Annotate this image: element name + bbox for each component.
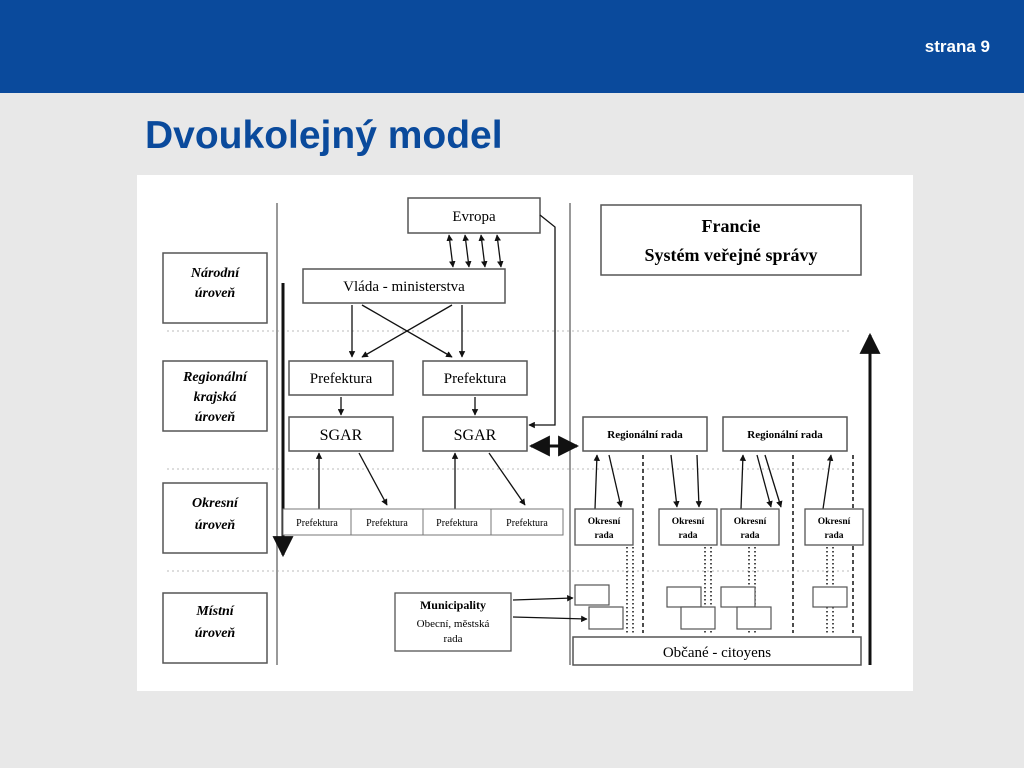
svg-text:Prefektura: Prefektura: [296, 518, 338, 529]
svg-text:rada: rada: [679, 531, 698, 541]
municipality-arrows: [512, 594, 588, 623]
svg-text:Regionální: Regionální: [182, 370, 248, 385]
evropa-sgar-line: [528, 214, 556, 429]
slide-title: Dvoukolejný model: [145, 114, 503, 157]
svg-text:Vláda - ministerstva: Vláda - ministerstva: [343, 279, 465, 295]
sgar-district-arrows: [315, 452, 526, 509]
vlada-box: Vláda - ministerstva: [302, 268, 506, 304]
district-council-box-3: Okresní rada: [720, 508, 780, 546]
svg-text:Okresní: Okresní: [734, 517, 767, 527]
svg-text:úroveň: úroveň: [195, 286, 236, 301]
level-label-national: Národní úroveň: [162, 252, 268, 324]
svg-text:Okresní: Okresní: [672, 517, 705, 527]
svg-text:Okresní: Okresní: [818, 517, 851, 527]
level-label-district: Okresní úroveň: [162, 482, 268, 554]
svg-text:Občané - citoyens: Občané - citoyens: [663, 645, 771, 661]
evropa-box: Evropa: [407, 197, 541, 234]
svg-text:Místní: Místní: [195, 604, 234, 619]
district-council-box-1: Okresní rada: [574, 508, 634, 546]
evropa-vlada-arrows: [446, 234, 504, 268]
regional-council-box-1: Regionální rada: [582, 416, 708, 452]
svg-text:Prefektura: Prefektura: [444, 371, 507, 387]
svg-text:Národní: Národní: [190, 266, 240, 281]
level-separators: [167, 330, 849, 572]
municipality-box: Municipality Obecní, městská rada: [394, 592, 512, 652]
svg-text:Regionální rada: Regionální rada: [747, 429, 823, 441]
svg-text:SGAR: SGAR: [320, 427, 363, 444]
vlada-prefektura-lines: [348, 304, 466, 358]
district-council-box-2: Okresní rada: [658, 508, 718, 546]
svg-text:Regionální rada: Regionální rada: [607, 429, 683, 441]
commune-boxes: [574, 584, 848, 630]
regional-district-arrows: [593, 454, 834, 510]
svg-text:Francie: Francie: [702, 216, 761, 236]
svg-text:Okresní: Okresní: [192, 496, 239, 511]
header-bar: strana 9: [0, 0, 1024, 93]
svg-text:Systém veřejné správy: Systém veřejné správy: [645, 245, 818, 265]
svg-text:rada: rada: [444, 633, 463, 645]
page-number: strana 9: [924, 37, 990, 56]
svg-text:Prefektura: Prefektura: [506, 518, 548, 529]
prefektura-sgar-arrows: [337, 397, 479, 416]
svg-text:rada: rada: [595, 531, 614, 541]
district-council-box-4: Okresní rada: [804, 508, 864, 546]
citizens-box: Občané - citoyens: [572, 636, 862, 666]
svg-text:úroveň: úroveň: [195, 518, 236, 533]
svg-text:Prefektura: Prefektura: [310, 371, 373, 387]
prefektura-box-2: Prefektura: [422, 360, 528, 396]
prefektura-box-1: Prefektura: [288, 360, 394, 396]
svg-text:rada: rada: [825, 531, 844, 541]
sgar-box-1: SGAR: [288, 416, 394, 452]
regional-council-box-2: Regionální rada: [722, 416, 848, 452]
svg-text:rada: rada: [741, 531, 760, 541]
svg-text:Municipality: Municipality: [420, 598, 486, 612]
dashed-verticals: [642, 455, 854, 633]
svg-text:Evropa: Evropa: [452, 209, 496, 225]
svg-text:Obecní, městská: Obecní, městská: [417, 618, 490, 630]
level-label-regional: Regionální krajská úroveň: [162, 360, 268, 432]
level-label-local: Místní úroveň: [162, 592, 268, 664]
svg-text:krajská: krajská: [194, 390, 238, 405]
svg-text:Prefektura: Prefektura: [366, 518, 408, 529]
svg-text:Prefektura: Prefektura: [436, 518, 478, 529]
district-prefektura-row: Prefektura Prefektura Prefektura Prefekt…: [282, 508, 564, 536]
france-title-box: Francie Systém veřejné správy: [600, 204, 862, 276]
diagram-figure: Národní úroveň Regionální krajská úroveň…: [137, 175, 913, 691]
svg-text:Okresní: Okresní: [588, 517, 621, 527]
svg-text:SGAR: SGAR: [454, 427, 497, 444]
sgar-box-2: SGAR: [422, 416, 528, 452]
svg-text:úroveň: úroveň: [195, 626, 236, 641]
svg-text:úroveň: úroveň: [195, 410, 236, 425]
